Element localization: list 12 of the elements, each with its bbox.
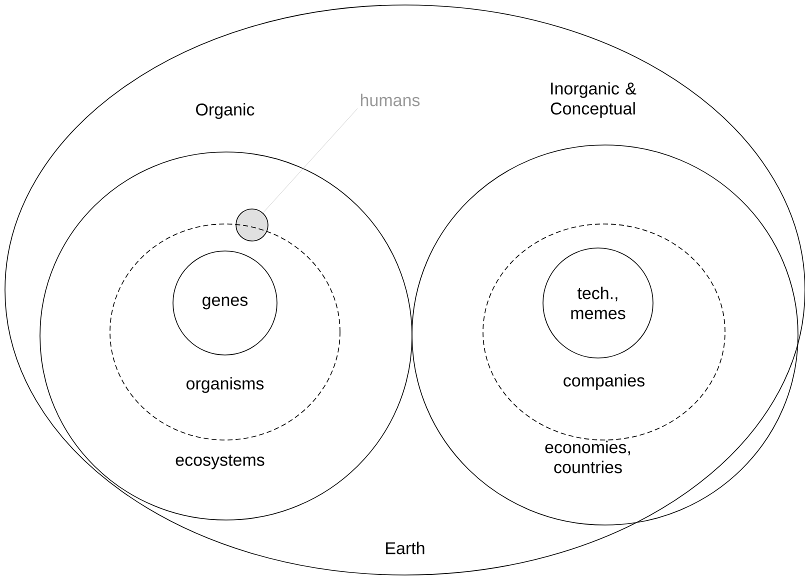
label: companies (564, 374, 644, 390)
leader-label: humans (360, 94, 420, 106)
human-marker (236, 208, 268, 242)
label: ecosystems (176, 454, 264, 470)
leader-line (262, 108, 358, 214)
label: organisms (186, 377, 264, 393)
label: tech., memes (571, 286, 626, 320)
label: genes (202, 296, 248, 310)
label: economies, countries (545, 440, 630, 474)
heading: Organic (196, 103, 254, 119)
label: Earth (386, 542, 424, 554)
heading: Inorganic & Conceptual (550, 82, 636, 118)
